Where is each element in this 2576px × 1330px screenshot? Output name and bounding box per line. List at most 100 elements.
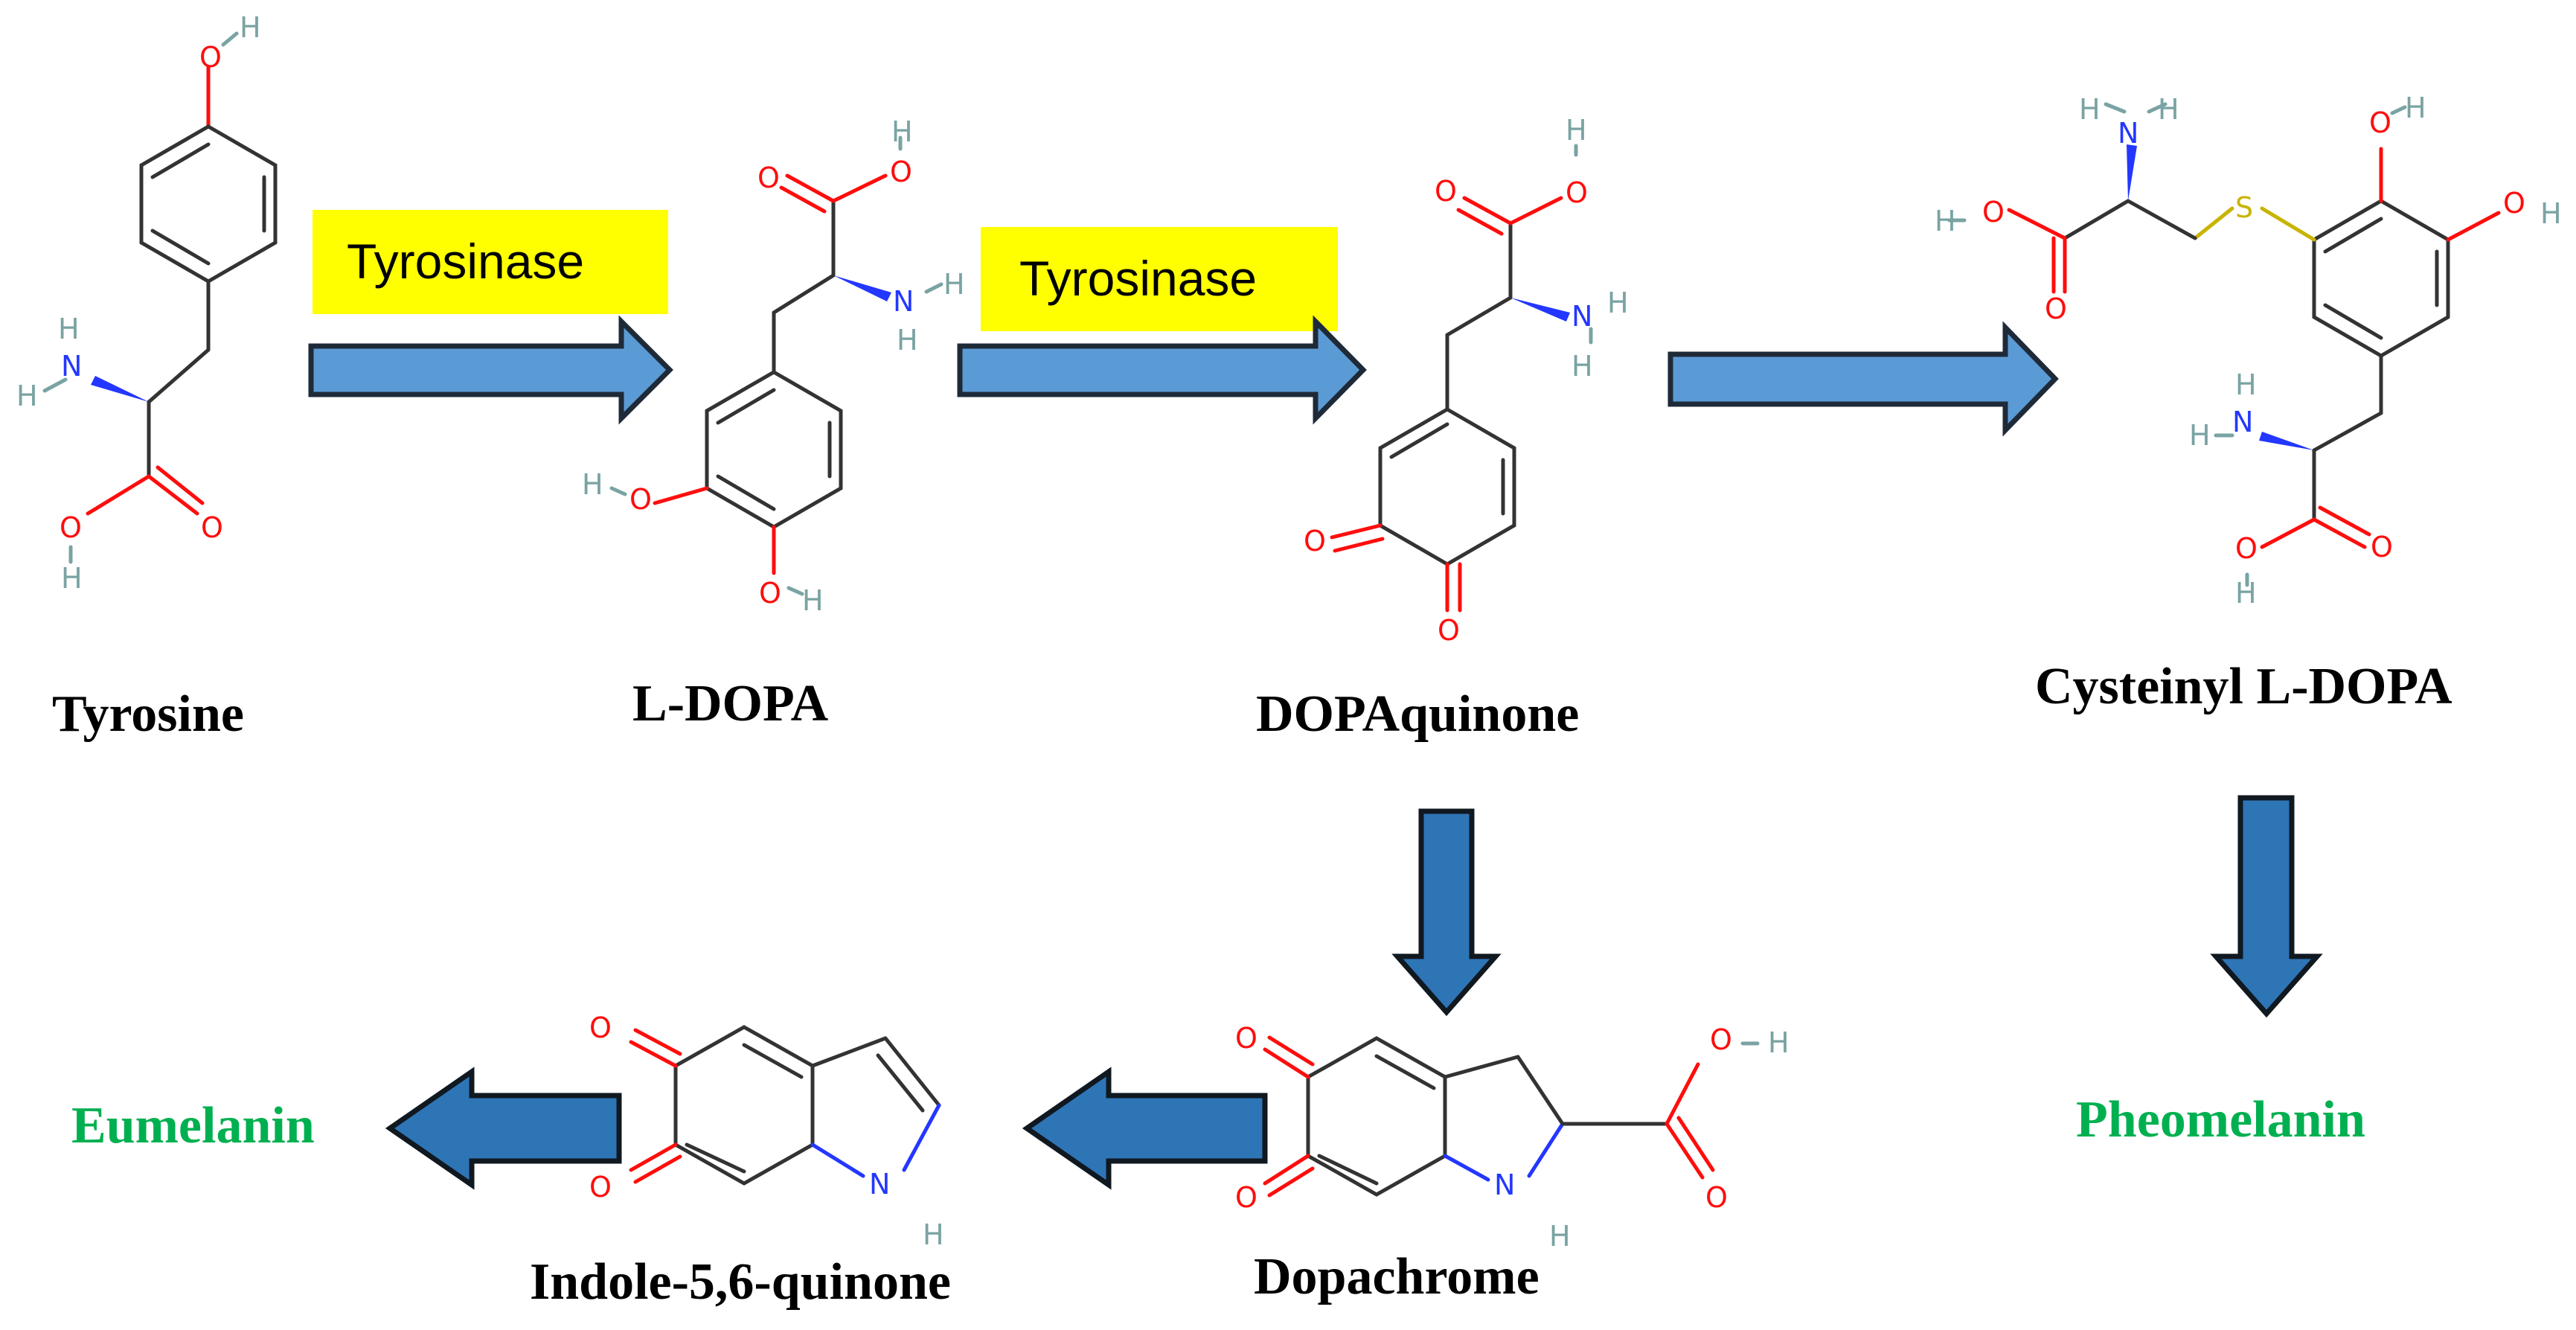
atom-oxygen: O (1435, 175, 1457, 208)
tyrosine-structure: O H N H H O H O (16, 11, 278, 595)
bond (1443, 1055, 1520, 1079)
atom-oxygen: O (1710, 1023, 1732, 1056)
stereo-wedge (833, 275, 891, 301)
label-cysteinyl-ldopa: Cysteinyl L-DOPA (2035, 658, 2452, 715)
atom-hydrogen: H (240, 11, 261, 44)
atom-nitrogen: N (61, 350, 82, 383)
atom-hydrogen: H (802, 584, 824, 617)
ldopa-structure: O O H N H H O H O H (582, 115, 965, 617)
bond (629, 1040, 678, 1068)
benzene-ring (2312, 199, 2450, 358)
atom-hydrogen: H (61, 562, 83, 595)
bond (629, 1142, 678, 1172)
bond (1508, 196, 1563, 226)
atom-oxygen: O (1705, 1181, 1728, 1214)
atom-hydrogen: H (1768, 1026, 1790, 1059)
label-ldopa: L-DOPA (632, 675, 829, 732)
atom-hydrogen: H (58, 313, 80, 345)
bond (2323, 217, 2383, 254)
bond (1263, 1154, 1310, 1186)
bond (1445, 295, 1513, 337)
enzyme-highlight-2 (981, 227, 1338, 331)
bond (1665, 1122, 1705, 1180)
atom-oxygen: O (759, 577, 781, 610)
bond (876, 1053, 925, 1113)
dopachrome-structure: O O N H O H O (1235, 1022, 1790, 1253)
atom-oxygen: O (757, 162, 780, 194)
atom-hydrogen: H (2158, 93, 2179, 126)
bond (2007, 208, 2067, 240)
bond (2104, 102, 2127, 114)
quinone-ring (1378, 407, 1516, 566)
bond (924, 282, 943, 294)
bond (786, 586, 804, 596)
atom-hydrogen: H (582, 468, 603, 501)
atom-hydrogen: H (1935, 205, 1956, 237)
atom-nitrogen: N (2232, 406, 2253, 438)
bond (716, 388, 776, 425)
bond (86, 474, 151, 516)
atom-nitrogen: N (869, 1168, 890, 1200)
arrow-right-3 (1667, 321, 2059, 437)
stereo-wedge (2259, 432, 2314, 450)
bond (685, 1142, 746, 1174)
atom-oxygen: O (2371, 531, 2393, 563)
label-tyrosine: Tyrosine (52, 685, 244, 743)
indole-six-ring (673, 1025, 815, 1186)
bond (785, 173, 836, 203)
atom-sulfur: S (2235, 191, 2253, 224)
bond (1443, 1154, 1490, 1182)
stereo-wedge (1510, 298, 1570, 322)
arrow-right-2 (957, 315, 1367, 425)
atom-oxygen: O (2369, 106, 2391, 139)
bond (150, 228, 211, 266)
bond (2312, 517, 2367, 549)
bond (633, 1028, 682, 1056)
bond (779, 185, 827, 214)
bond (2390, 105, 2407, 115)
benzene-ring (139, 124, 278, 284)
label-indole-quinone: Indole-5,6-quinone (530, 1253, 951, 1311)
atom-oxygen: O (1566, 176, 1588, 209)
bond (810, 1142, 865, 1178)
atom-oxygen: O (1982, 196, 2005, 228)
atom-hydrogen: H (2189, 419, 2211, 452)
bond (883, 1036, 941, 1107)
bond (2323, 303, 2383, 340)
bond (1462, 196, 1513, 226)
arrow-down-2 (2210, 795, 2323, 1018)
atom-oxygen: O (1235, 1022, 1257, 1055)
label-dopachrome: Dopachrome (1254, 1248, 1539, 1305)
atom-oxygen: O (589, 1011, 612, 1044)
bond (2260, 206, 2316, 242)
bond (2446, 211, 2501, 242)
atom-hydrogen: H (16, 380, 38, 412)
bond (1333, 537, 1385, 553)
bond (1665, 1062, 1700, 1126)
bond (1263, 1047, 1310, 1079)
atom-hydrogen: H (1566, 114, 1587, 147)
atom-nitrogen: N (2118, 117, 2138, 150)
bond (772, 273, 836, 315)
bond (1389, 422, 1449, 459)
atom-oxygen: O (2503, 187, 2525, 220)
bond (1374, 1054, 1436, 1090)
bond (2147, 102, 2168, 114)
label-dopaquinone: DOPAquinone (1256, 685, 1579, 743)
stereo-wedge (2127, 144, 2137, 201)
bond (1267, 1035, 1315, 1067)
arrow-down-1 (1391, 808, 1502, 1017)
atom-hydrogen: H (2540, 197, 2562, 230)
bond (2193, 206, 2234, 240)
atom-hydrogen: H (923, 1218, 944, 1251)
atom-hydrogen: H (2235, 368, 2257, 401)
bond (147, 474, 199, 516)
atom-hydrogen: H (2405, 92, 2426, 124)
atom-nitrogen: N (1494, 1168, 1515, 1201)
bond (1527, 1122, 1565, 1178)
dopaquinone-structure: O O H N H H O O (1304, 114, 1629, 647)
bond (1516, 1055, 1565, 1126)
enzyme-label-1: Tyrosinase (347, 234, 584, 289)
atom-oxygen: O (1304, 525, 1326, 557)
